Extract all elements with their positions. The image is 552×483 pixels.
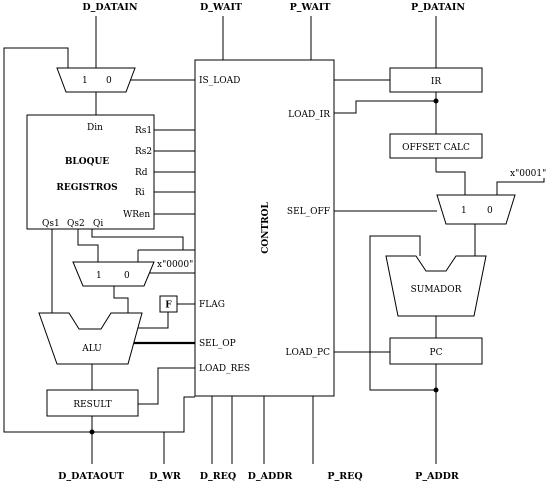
flag-register (159, 295, 178, 313)
mux-top (56, 67, 136, 93)
mux-offset (436, 194, 516, 225)
signal-d-req: D_REQ (200, 471, 236, 482)
pc-label: PC (430, 348, 443, 358)
port-qi: Qi (93, 219, 103, 229)
ir-register (389, 67, 483, 93)
signal-p-wait: P_WAIT (290, 2, 331, 13)
port-qs2: Qs2 (67, 219, 85, 229)
mux-alu-input-in1: 1 (96, 271, 102, 281)
junction-dots (89, 98, 439, 435)
port-load-ir: LOAD_IR (288, 110, 330, 120)
sumador (385, 255, 487, 317)
sumador-label: SUMADOR (411, 285, 462, 295)
offset-calc-block (389, 133, 483, 159)
signal-d-addr: D_ADDR (248, 471, 293, 482)
port-qs1: Qs1 (42, 219, 60, 229)
port-sel-off: SEL_OFF (287, 207, 330, 217)
mux-top-in0: 0 (106, 76, 112, 86)
mux-alu-input (72, 261, 155, 287)
signal-p-datain: P_DATAIN (411, 2, 465, 13)
signal-p-addr: P_ADDR (415, 471, 459, 482)
signal-p-req: P_REQ (327, 471, 362, 482)
alu-label: ALU (81, 344, 102, 354)
port-rs1: Rs1 (135, 126, 152, 136)
ir-label: IR (431, 77, 442, 87)
result-register-label: RESULT (73, 400, 111, 410)
pc-register (389, 337, 483, 365)
port-load-res: LOAD_RES (199, 364, 250, 374)
register-block-title-2: REGISTROS (56, 183, 117, 193)
result-register (46, 389, 139, 417)
junction-result (89, 429, 95, 435)
port-din: Din (87, 123, 103, 133)
control-block (194, 59, 335, 397)
junction-ir (433, 98, 439, 104)
mux-offset-in1: 1 (461, 206, 467, 216)
register-block (26, 114, 155, 230)
port-flag: FLAG (199, 300, 225, 310)
mux-alu-input-in0: 0 (124, 271, 130, 281)
alu (38, 312, 143, 365)
signal-d-wait: D_WAIT (200, 2, 242, 13)
port-rs2: Rs2 (135, 147, 152, 157)
mux-offset-in0: 0 (487, 206, 493, 216)
wires (3, 16, 545, 464)
port-is-load: IS_LOAD (199, 76, 240, 86)
port-ri: Ri (135, 188, 145, 198)
offset-calc-label: OFFSET CALC (402, 143, 470, 153)
signal-d-dataout: D_DATAOUT (58, 471, 124, 482)
mux-top-in1: 1 (82, 76, 88, 86)
port-rd: Rd (135, 168, 148, 178)
port-wren: WRen (123, 210, 150, 220)
signal-d-wr: D_WR (149, 471, 181, 482)
constant-zero: x"0000" (157, 260, 193, 270)
port-load-pc: LOAD_PC (285, 348, 330, 358)
junction-pc (433, 387, 439, 393)
signal-d-datain: D_DATAIN (82, 2, 137, 13)
register-block-title-1: BLOQUE (65, 157, 109, 167)
flag-register-label: F (165, 301, 172, 311)
control-label: CONTROL (261, 202, 271, 254)
constant-one: x"0001" (510, 169, 546, 179)
port-sel-op: SEL_OP (199, 339, 236, 349)
